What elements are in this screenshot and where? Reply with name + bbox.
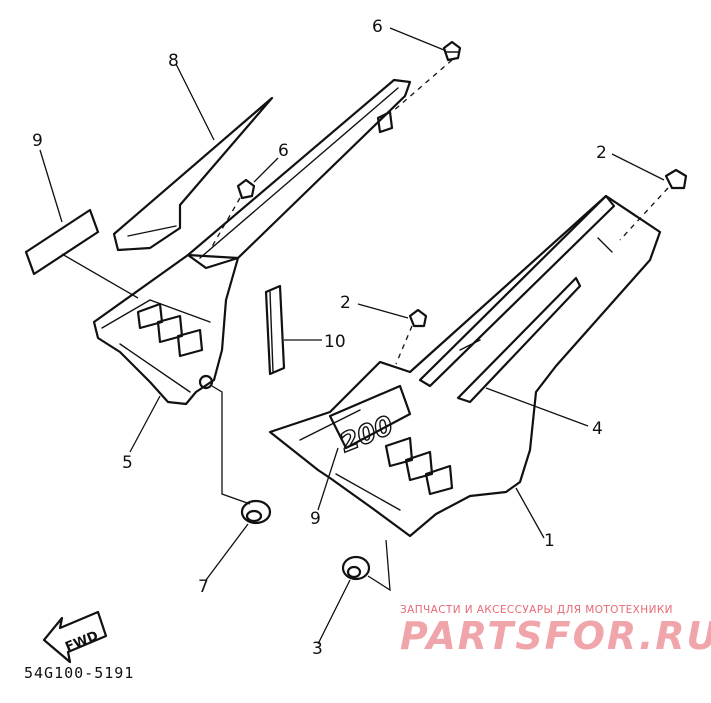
callout-5: 5 <box>122 453 133 473</box>
leader-lines <box>39 27 669 645</box>
watermark-tagline: ЗАПЧАСТИ И АКСЕССУАРЫ ДЛЯ МОТОТЕХНИКИ <box>400 604 673 616</box>
part-10-rubber-strip <box>264 284 286 376</box>
watermark-brand: PARTSFOR.RU <box>400 614 711 658</box>
part-3-grommet <box>341 555 371 581</box>
callout-7: 7 <box>198 577 209 597</box>
callout-6-mid: 6 <box>278 141 289 161</box>
part-9-emblem-left <box>24 208 100 276</box>
callout-2-mid: 2 <box>340 293 351 313</box>
part-5-side-cover <box>92 253 240 406</box>
callout-9-bottom: 9 <box>310 509 321 529</box>
callout-1: 1 <box>544 531 555 551</box>
callout-9-left: 9 <box>32 131 43 151</box>
frame-rail-cover <box>186 78 412 270</box>
callout-3: 3 <box>312 639 323 659</box>
part-7-grommet <box>240 499 272 525</box>
part-6-bolt-top <box>442 40 462 62</box>
part-2-collar-right <box>664 168 688 190</box>
callout-4: 4 <box>592 419 603 439</box>
callout-6-top: 6 <box>372 17 383 37</box>
diagram-code: 54G100-5191 <box>24 664 135 682</box>
callout-2-right: 2 <box>596 143 607 163</box>
callout-10: 10 <box>324 332 346 352</box>
part-1-side-cover <box>268 194 662 538</box>
part-4-stripe-decal <box>418 194 616 404</box>
fwd-label: FWD <box>63 629 100 656</box>
part-8-upper-cover <box>112 96 274 252</box>
fwd-arrow: FWD <box>42 610 108 664</box>
callouts: 6 8 9 6 2 2 10 4 5 9 1 7 3 <box>32 17 607 659</box>
callout-8: 8 <box>168 51 179 71</box>
part-2-collar-mid <box>408 308 428 328</box>
part-6-bolt-mid <box>236 178 256 200</box>
